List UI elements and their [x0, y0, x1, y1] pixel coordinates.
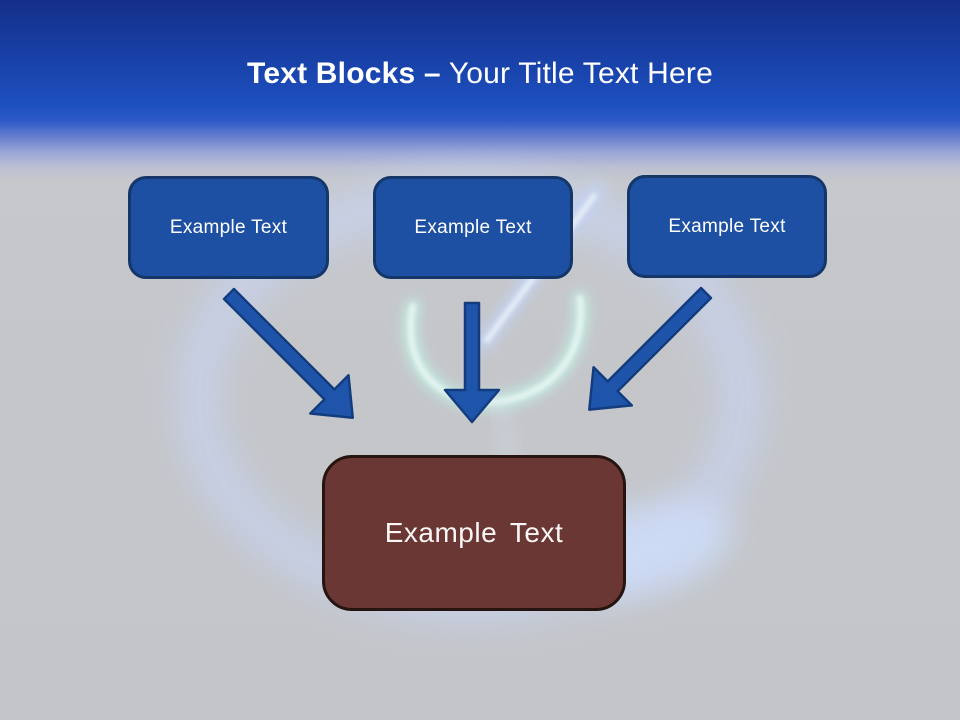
watermark-power-arc: [403, 290, 589, 410]
connector-arrow-middle: [443, 301, 501, 424]
text-block-1: Example Text: [128, 176, 329, 279]
result-block: Example Text: [322, 455, 626, 611]
connector-arrow-left: [222, 287, 354, 419]
text-block-2: Example Text: [373, 176, 573, 279]
text-block-3: Example Text: [627, 175, 827, 278]
slide-title: Text Blocks – Your Title Text Here: [0, 56, 960, 92]
text-block-3-label: Example Text: [668, 215, 786, 237]
result-block-label: Example Text: [384, 517, 564, 548]
title-bold-text: Text Blocks –: [247, 57, 441, 90]
text-block-1-label: Example Text: [169, 216, 288, 238]
header-band: [0, 0, 960, 180]
connector-arrow-right: [588, 286, 713, 411]
title-regular-text: Your Title Text Here: [448, 57, 713, 90]
text-block-2-label: Example Text: [414, 216, 532, 238]
